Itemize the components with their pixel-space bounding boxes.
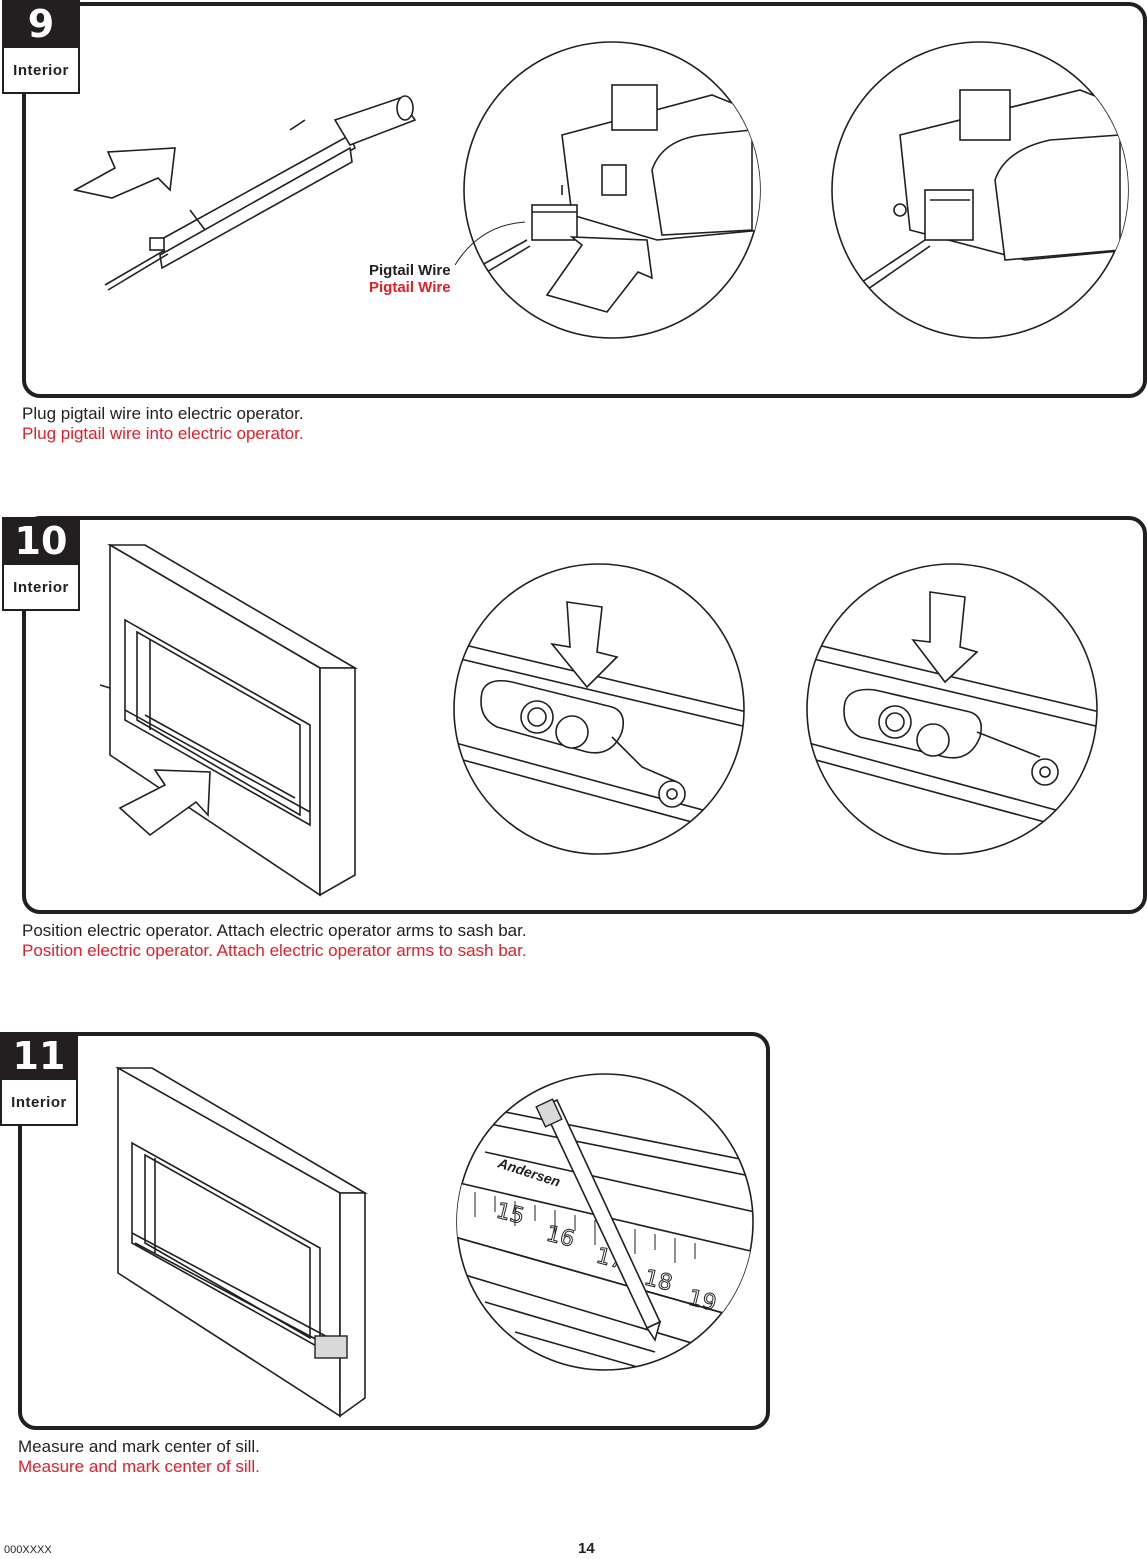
callout-label: Pigtail Wire	[369, 262, 451, 279]
arrow-icon	[72, 147, 176, 199]
step-number: 10	[2, 517, 80, 565]
connector-detail-circle-after	[831, 41, 1129, 339]
step-11-badge: 11 Interior	[0, 1032, 78, 1126]
step-10-badge: 10 Interior	[2, 517, 80, 611]
doc-code: 000XXXX	[4, 1544, 52, 1556]
step-location: Interior	[2, 565, 80, 611]
step-location: Interior	[0, 1080, 78, 1126]
caption-text: Measure and mark center of sill.	[18, 1437, 260, 1456]
step-9-badge: 9 Interior	[2, 0, 80, 94]
caption-translation: Measure and mark center of sill.	[18, 1457, 260, 1476]
operator-arm-detail-circle-before	[453, 563, 745, 855]
tape-measure-detail-circle: Andersen 15 16 17 18 19	[456, 1073, 754, 1371]
callout-leader-line	[454, 221, 526, 266]
caption-translation: Position electric operator. Attach elect…	[22, 941, 527, 960]
window-sill-illustration	[115, 1066, 368, 1418]
caption-text: Position electric operator. Attach elect…	[22, 921, 527, 940]
tape-ticks	[474, 1192, 696, 1263]
connector-detail-circle-before	[463, 41, 761, 339]
step-number: 9	[2, 0, 80, 48]
arrow-icon	[550, 601, 619, 689]
pigtail-wire-callout: Pigtail Wire Pigtail Wire	[369, 262, 451, 296]
step-9-caption: Plug pigtail wire into electric operator…	[22, 404, 304, 444]
arrow-icon	[545, 236, 653, 313]
step-location: Interior	[2, 48, 80, 94]
pencil-icon	[535, 1098, 662, 1342]
arrow-icon	[118, 769, 211, 837]
callout-translation: Pigtail Wire	[369, 279, 451, 296]
electric-operator-illustration	[72, 95, 417, 291]
step-11-caption: Measure and mark center of sill. Measure…	[18, 1437, 260, 1477]
arrow-icon	[911, 591, 979, 684]
caption-text: Plug pigtail wire into electric operator…	[22, 404, 304, 423]
page-number: 14	[578, 1540, 595, 1557]
operator-arm-detail-circle-after	[806, 563, 1098, 855]
caption-translation: Plug pigtail wire into electric operator…	[22, 424, 304, 443]
window-frame-illustration	[99, 543, 358, 897]
step-number: 11	[0, 1032, 78, 1080]
step-10-caption: Position electric operator. Attach elect…	[22, 921, 527, 961]
